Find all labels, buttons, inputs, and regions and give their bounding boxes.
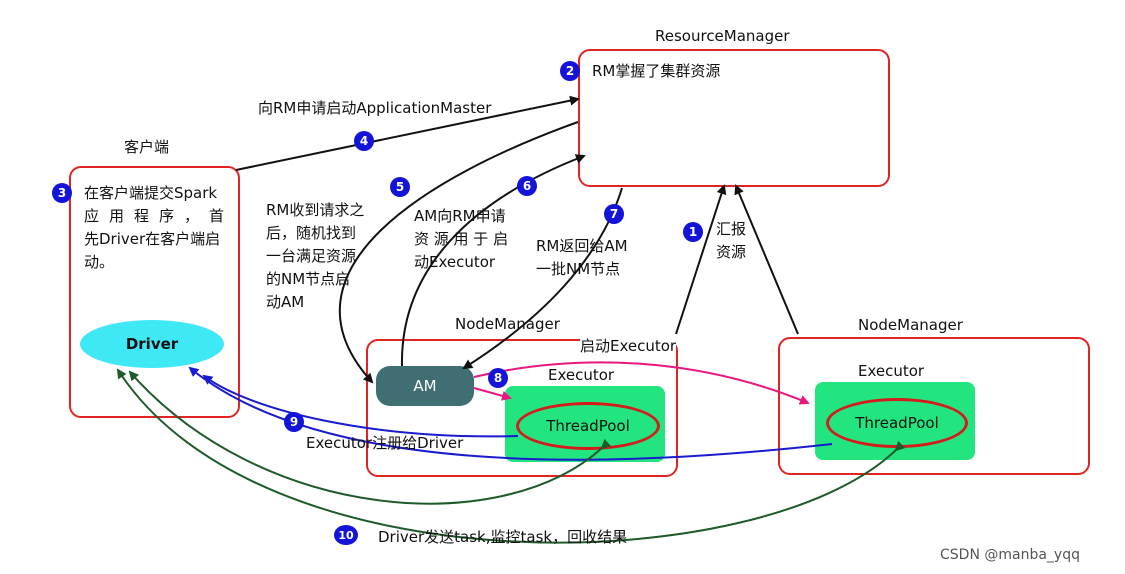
node-manager-1-title: NodeManager bbox=[455, 315, 560, 333]
label-rm-receive-5: 动AM bbox=[266, 293, 305, 311]
arrow-start-executor-1 bbox=[473, 387, 512, 401]
arrow-am-request-resources bbox=[400, 154, 586, 367]
client-title: 客户端 bbox=[124, 138, 170, 156]
step-badge-1: 1 bbox=[683, 222, 703, 242]
client-desc-line-4: 动。 bbox=[84, 253, 115, 271]
step-badge-4: 4 bbox=[354, 131, 374, 151]
label-start-executor: 启动Executor bbox=[580, 336, 677, 357]
label-rm-return-1: RM返回给AM bbox=[536, 237, 628, 255]
label-rm-receive-1: RM收到请求之 bbox=[266, 201, 365, 219]
label-am-apply-3: 动Executor bbox=[414, 253, 496, 271]
arrow-apply-am bbox=[235, 95, 580, 171]
step-badge-7: 7 bbox=[604, 204, 624, 224]
label-report-2: 资源 bbox=[716, 243, 747, 261]
client-desc-line-2: 应 用 程 序 ， 首 bbox=[84, 207, 224, 225]
label-rm-receive-3: 一台满足资源 bbox=[266, 247, 357, 265]
step-badge-10: 10 bbox=[334, 525, 358, 545]
label-am-apply-1: AM向RM申请 bbox=[414, 207, 506, 225]
driver-label: Driver bbox=[125, 335, 179, 353]
step-badge-6: 6 bbox=[517, 176, 537, 196]
label-apply-am: 向RM申请启动ApplicationMaster bbox=[258, 99, 492, 117]
arrow-rm-start-am bbox=[338, 121, 579, 384]
step-badge-8: 8 bbox=[488, 368, 508, 388]
resource-manager-box bbox=[578, 49, 890, 187]
step-badge-2: 2 bbox=[560, 61, 580, 81]
node-manager-2-title: NodeManager bbox=[858, 316, 963, 334]
client-desc-line-3: 先Driver在客户端启 bbox=[84, 230, 221, 248]
driver-node: Driver bbox=[80, 320, 224, 368]
step-badge-9: 9 bbox=[284, 412, 304, 432]
arrow-start-executor-2 bbox=[473, 361, 810, 405]
arrow-nm1-report bbox=[675, 184, 727, 335]
label-report-1: 汇报 bbox=[716, 220, 747, 238]
resource-manager-note: RM掌握了集群资源 bbox=[592, 62, 721, 80]
label-send-task: Driver发送task,监控task，回收结果 bbox=[378, 528, 628, 546]
label-rm-receive-2: 后，随机找到 bbox=[266, 224, 357, 242]
resource-manager-title: ResourceManager bbox=[655, 27, 790, 45]
step-badge-3: 3 bbox=[52, 183, 72, 203]
client-desc-line-1: 在客户端提交Spark bbox=[84, 184, 218, 202]
step-badge-5: 5 bbox=[390, 177, 410, 197]
label-register: Executor注册给Driver bbox=[306, 434, 464, 452]
label-rm-receive-4: 的NM节点启 bbox=[266, 270, 351, 288]
arrow-send-task-2 bbox=[116, 368, 906, 544]
label-rm-return-2: 一批NM节点 bbox=[536, 260, 621, 278]
arrow-nm2-report bbox=[734, 184, 799, 335]
label-am-apply-2: 资 源 用 于 启 bbox=[414, 230, 509, 248]
watermark: CSDN @manba_yqq bbox=[940, 547, 1080, 563]
